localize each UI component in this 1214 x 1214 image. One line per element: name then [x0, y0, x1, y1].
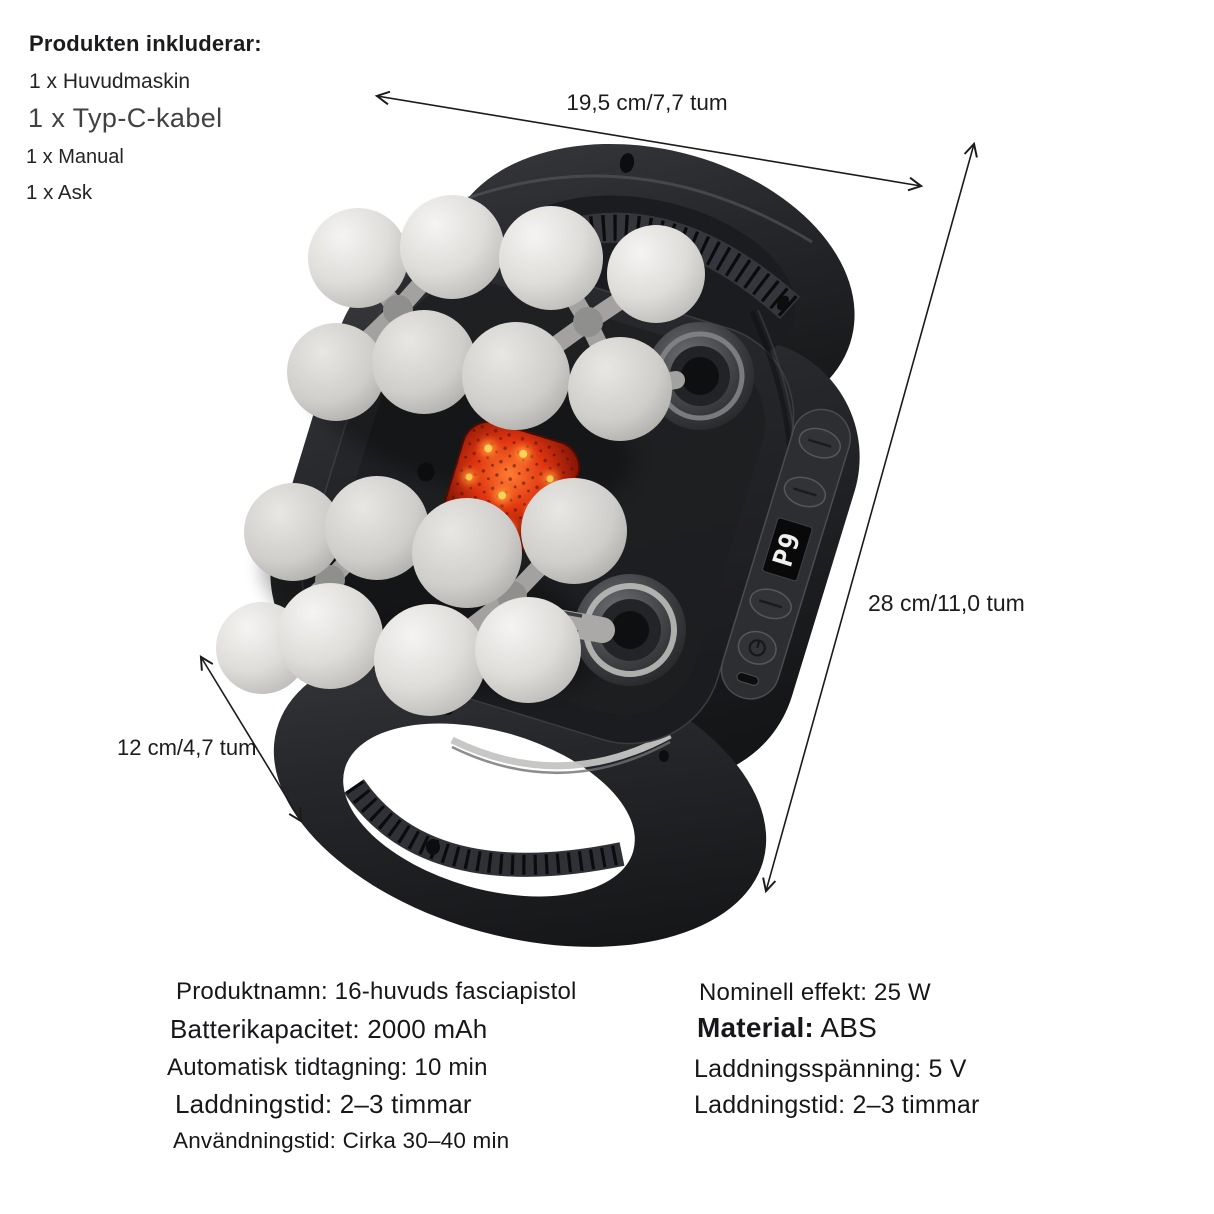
includes-item: 1 x Huvudmaskin — [29, 70, 191, 93]
dimension-annotations — [201, 96, 974, 891]
includes-title: Produkten inkluderar: — [29, 31, 262, 56]
bottom-grip-band — [344, 779, 625, 877]
bottom-cap-edge — [450, 731, 672, 770]
bottom-cap-shadow — [451, 740, 671, 774]
spec-material: Material: ABS — [697, 1012, 877, 1044]
massage-ball — [568, 337, 672, 441]
height-dimension-label: 28 cm/11,0 tum — [868, 590, 1025, 616]
massage-balls — [216, 195, 705, 716]
spec-auto-timer: Automatisk tidtagning: 10 min — [167, 1054, 488, 1081]
usb-c-port — [736, 671, 760, 686]
width-dimension-label: 19,5 cm/7,7 tum — [566, 90, 727, 115]
massage-ball — [412, 498, 522, 608]
massage-ball — [372, 310, 476, 414]
includes-item: 1 x Ask — [26, 181, 93, 204]
includes-item: 1 x Manual — [26, 146, 124, 168]
massage-ball — [475, 597, 581, 703]
depth-dimension-label: 12 cm/4,7 tum — [117, 735, 256, 760]
massager-device: P9 — [216, 143, 860, 947]
spec-usage-time: Användningstid: Cirka 30–40 min — [173, 1128, 510, 1153]
includes-item: 1 x Typ-C-kabel — [28, 103, 223, 133]
spec-battery-capacity: Batterikapacitet: 2000 mAh — [170, 1014, 488, 1044]
massage-ball — [287, 323, 385, 421]
head-socket — [646, 322, 754, 430]
spec-material-value: ABS — [813, 1012, 878, 1043]
massage-ball — [462, 322, 570, 430]
spec-charging-voltage: Laddningsspänning: 5 V — [694, 1055, 967, 1083]
massage-ball — [607, 225, 705, 323]
spec-charging-time: Laddningstid: 2–3 timmar — [175, 1089, 472, 1119]
spec-rated-power: Nominell effekt: 25 W — [699, 979, 931, 1006]
massage-ball — [244, 483, 342, 581]
massage-ball — [277, 583, 383, 689]
height-arrow — [766, 144, 974, 891]
spec-charging-time-2: Laddningstid: 2–3 timmar — [694, 1091, 980, 1119]
massage-ball — [325, 476, 429, 580]
spec-material-label: Material: — [697, 1012, 814, 1043]
spec-product-name: Produktnamn: 16-huvuds fasciapistol — [176, 978, 577, 1005]
massage-ball — [400, 195, 504, 299]
depth-arrow — [201, 657, 301, 821]
massage-ball — [374, 604, 486, 716]
massage-ball — [499, 206, 603, 310]
massage-ball — [521, 478, 627, 584]
massage-ball — [308, 208, 408, 308]
